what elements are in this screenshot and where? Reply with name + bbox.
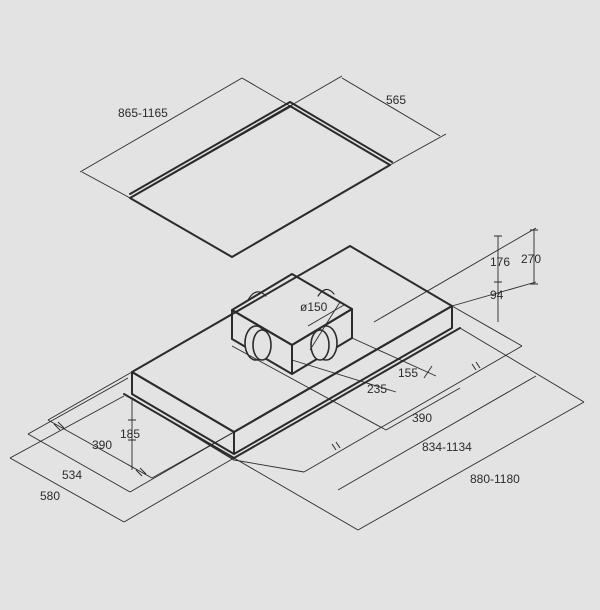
panel-rim-inner bbox=[133, 105, 293, 197]
panel-depth-dimension: 565 bbox=[289, 75, 447, 166]
offset-dimensions: 155 235 bbox=[291, 337, 437, 396]
hood-unit bbox=[123, 245, 461, 461]
panel-rim-edge-right bbox=[289, 101, 393, 163]
inner-depth-label: 390 bbox=[92, 438, 112, 452]
height-total-label: 270 bbox=[521, 252, 541, 266]
width-inner-dimension: 834-1134 bbox=[233, 305, 523, 473]
depth-inner-label: 534 bbox=[62, 468, 82, 482]
unit-left-face bbox=[131, 371, 235, 455]
unit-rim-front bbox=[233, 327, 461, 459]
inner-width-dimension: 390 bbox=[231, 345, 461, 431]
duct-right-inner bbox=[310, 329, 330, 361]
panel-rim-edge bbox=[129, 101, 291, 195]
panel-depth-label: 565 bbox=[386, 93, 406, 107]
duct-spacing-label: 235 bbox=[367, 382, 387, 396]
duct-diameter-label: ø150 bbox=[300, 300, 328, 314]
height-upper-label: 176 bbox=[490, 255, 510, 269]
depth-outer-label: 580 bbox=[40, 489, 60, 503]
duct-height-dimension: 185 bbox=[120, 398, 140, 470]
width-outer-dimension: 880-1180 bbox=[233, 327, 585, 531]
width-outer-label: 880-1180 bbox=[470, 472, 520, 486]
inner-width-label: 390 bbox=[412, 411, 432, 425]
duct-height-label: 185 bbox=[120, 427, 140, 441]
duct-diameter-dimension: ø150 bbox=[300, 300, 345, 351]
side-offset-label: 155 bbox=[398, 366, 418, 380]
unit-rim-inner bbox=[131, 397, 235, 461]
panel-width-label: 865-1165 bbox=[118, 106, 168, 120]
duct-rear-right bbox=[317, 288, 335, 297]
unit-front-face bbox=[233, 305, 453, 455]
depth-dimensions: 390 534 580 bbox=[9, 371, 235, 523]
panel-outline bbox=[129, 105, 391, 258]
duct-rear-left bbox=[247, 291, 267, 301]
duct-left-inner bbox=[252, 329, 272, 361]
width-inner-label: 834-1134 bbox=[422, 440, 472, 454]
ceiling-panel bbox=[129, 101, 393, 258]
panel-width-dimension: 865-1165 bbox=[79, 77, 291, 199]
height-lower-label: 94 bbox=[490, 288, 504, 302]
height-dimensions: 176 270 94 bbox=[373, 227, 541, 323]
